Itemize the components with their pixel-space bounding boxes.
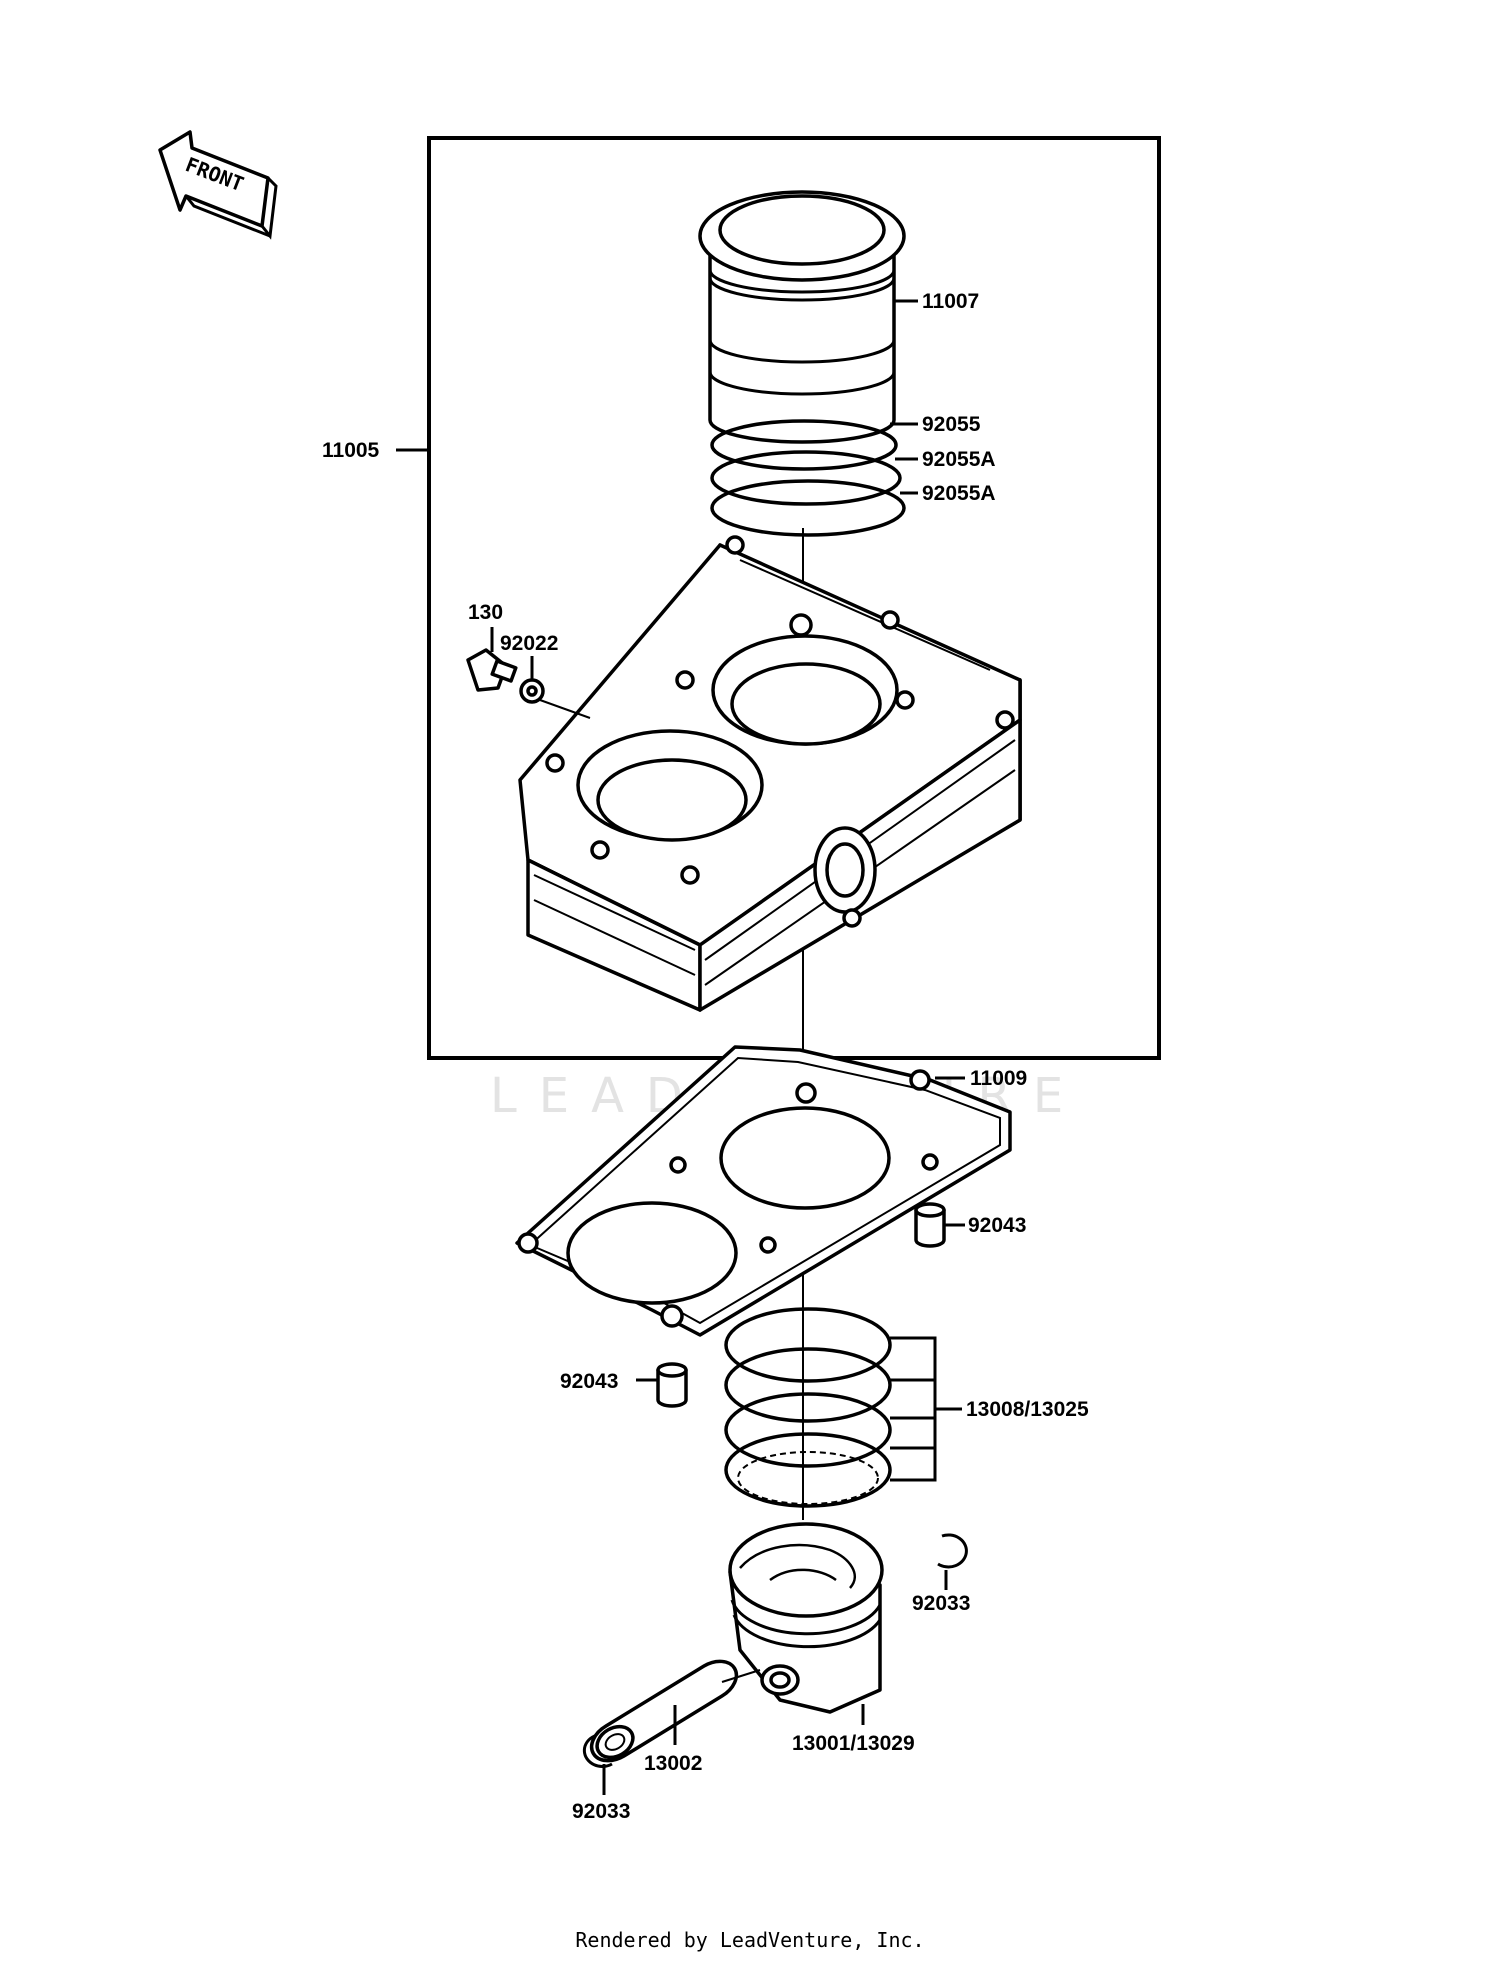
label-11007: 11007	[922, 290, 979, 313]
dowel-pin-right	[914, 1202, 946, 1248]
cylinder-block	[518, 535, 1022, 1012]
dowel-pin-left	[656, 1362, 688, 1408]
label-13008-13025: 13008/13025	[966, 1398, 1089, 1421]
label-92055a-lower: 92055A	[922, 482, 996, 505]
label-92033-right: 92033	[912, 1592, 970, 1615]
label-130: 130	[468, 601, 503, 624]
label-92043-left: 92043	[560, 1370, 618, 1393]
label-92043-right: 92043	[968, 1214, 1026, 1237]
leader-lines	[396, 299, 965, 1795]
label-92055: 92055	[922, 413, 981, 436]
label-13001-13029: 13001/13029	[792, 1732, 915, 1755]
circlip-right	[937, 1533, 968, 1569]
label-11009: 11009	[970, 1067, 1027, 1090]
bolt-130	[466, 648, 545, 704]
piston	[728, 1522, 884, 1714]
label-92033-left: 92033	[572, 1800, 630, 1823]
label-11005: 11005	[322, 439, 380, 462]
label-13002: 13002	[644, 1752, 702, 1775]
base-gasket	[515, 1045, 1012, 1337]
piston-rings	[724, 1307, 892, 1508]
footer-credit: Rendered by LeadVenture, Inc.	[575, 1928, 925, 1952]
label-92055a-upper: 92055A	[922, 448, 996, 471]
o-rings	[710, 419, 906, 537]
label-92022: 92022	[500, 632, 558, 655]
piston-pin	[589, 1659, 739, 1763]
front-arrow-icon: FRONT	[158, 130, 278, 240]
cylinder-sleeve	[698, 190, 906, 444]
